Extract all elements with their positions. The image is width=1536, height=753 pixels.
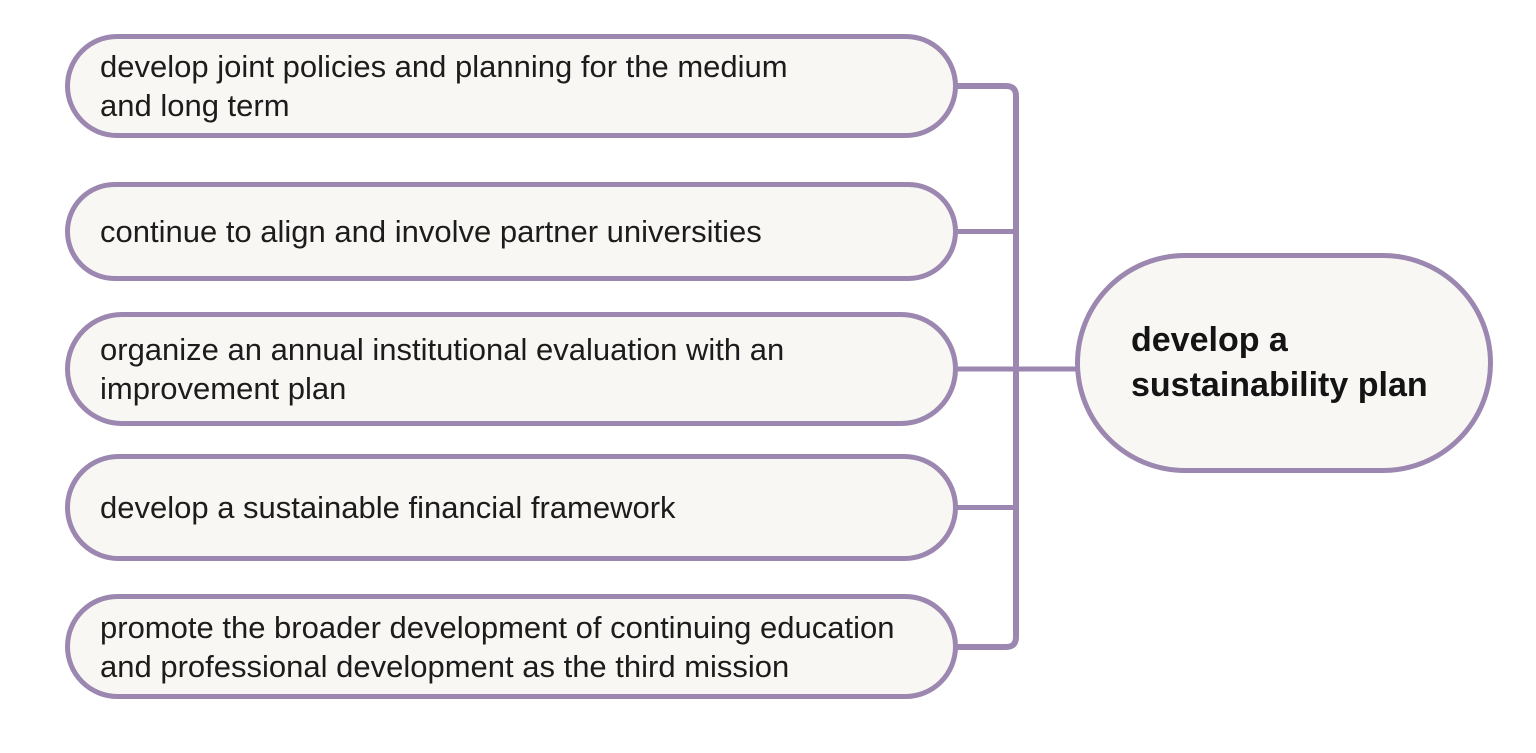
action-box-align-partners: continue to align and involve partner un… [65,182,958,281]
action-label: develop a sustainable financial framewor… [100,490,676,525]
action-box-joint-policies: develop joint policies and planning for … [65,34,958,138]
action-box-continuing-education: promote the broader development of conti… [65,594,958,699]
trunk-connector [957,83,1019,650]
action-label: organize an annual institutional evaluat… [100,332,785,406]
goal-label: develop a sustainability plan [1131,321,1428,404]
action-box-annual-evaluation: organize an annual institutional evaluat… [65,312,958,426]
action-label: develop joint policies and planning for … [100,49,788,123]
goal-box-sustainability-plan: develop a sustainability plan [1075,253,1493,473]
action-label: promote the broader development of conti… [100,609,895,684]
action-box-financial-framework: develop a sustainable financial framewor… [65,454,958,561]
action-label: continue to align and involve partner un… [100,214,762,249]
